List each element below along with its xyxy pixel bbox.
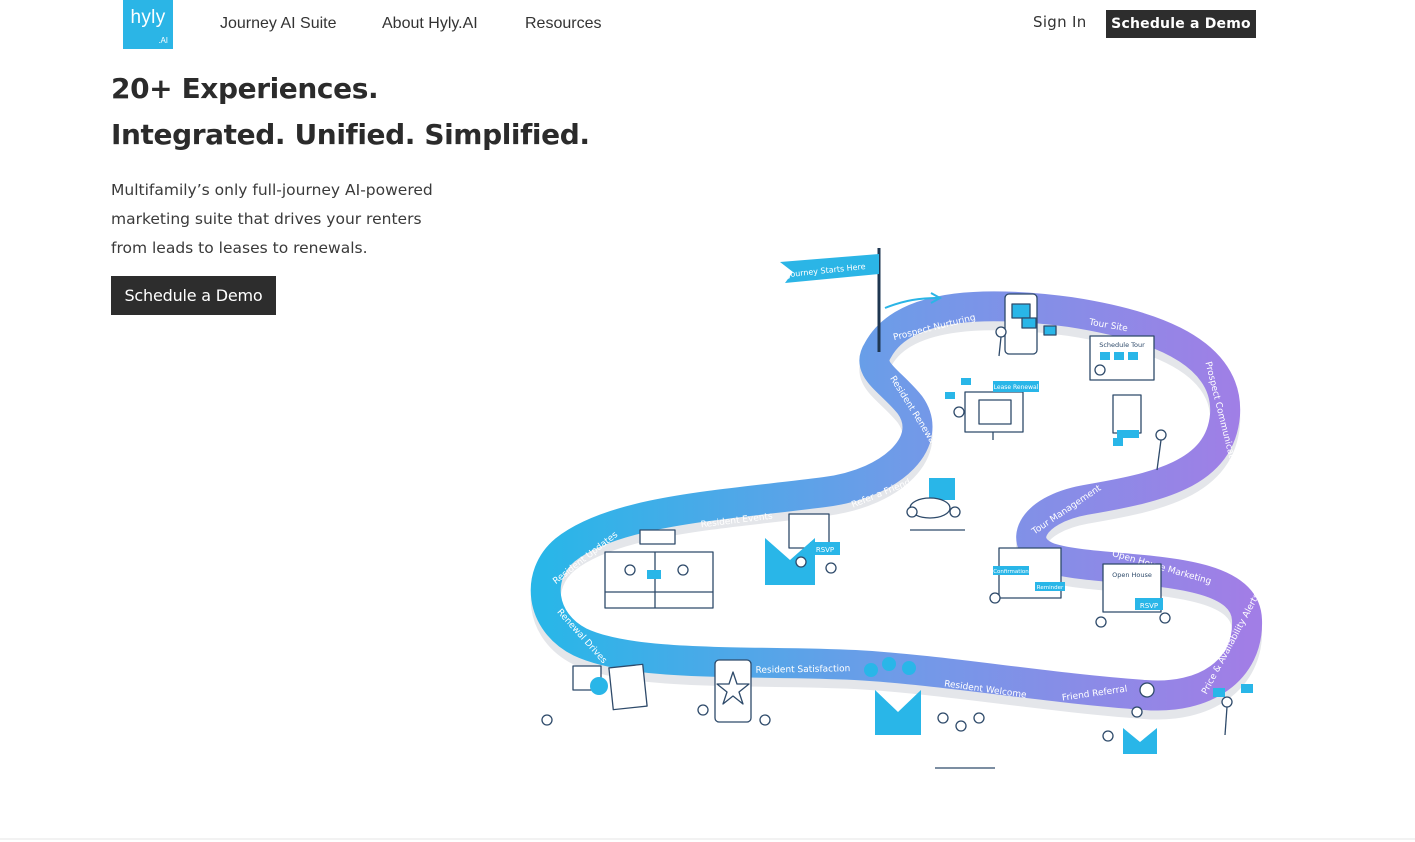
schedule-tour-board: Schedule Tour	[1089, 335, 1155, 381]
open-house-flyer: Open House RSVP	[1095, 563, 1171, 628]
nav-about-hyly[interactable]: About Hyly.AI	[382, 15, 478, 32]
callout-rsvp-2: RSVP	[1140, 602, 1158, 610]
callout-reminder: Reminder	[1037, 585, 1064, 591]
arrow-icon	[884, 297, 940, 309]
phone-sketch	[995, 293, 1057, 357]
renewal-calendar	[541, 663, 648, 726]
friend-referral-envelope	[1102, 682, 1157, 754]
callout-schedule-tour: Schedule Tour	[1099, 341, 1145, 349]
callout-confirmation: Confirmation	[993, 569, 1029, 575]
header-schedule-demo-button[interactable]: Schedule a Demo	[1106, 10, 1256, 38]
lease-renewal-monitor: Lease Renewal	[945, 378, 1039, 440]
hyly-logo[interactable]: hyly .AI	[123, 0, 173, 49]
refer-friend-table	[906, 478, 965, 531]
door-sketch	[1112, 394, 1167, 471]
hero-description: Multifamily’s only full-journey AI-power…	[111, 181, 433, 257]
logo-suffix: .AI	[158, 36, 168, 45]
callout-lease-renewal: Lease Renewal	[994, 384, 1039, 391]
satisfaction-phone	[697, 659, 771, 726]
callout-open-house: Open House	[1112, 571, 1152, 579]
rsvp-envelope: RSVP	[765, 513, 840, 585]
balcony-sketch	[604, 529, 714, 609]
stage-resident-satisfaction: Resident Satisfaction	[756, 664, 851, 676]
headline-line-2: Integrated. Unified. Simplified.	[111, 118, 590, 151]
callout-rsvp-1: RSVP	[816, 546, 834, 554]
sign-in-link[interactable]: Sign In	[1033, 13, 1087, 31]
journey-map-illustration: Journey Starts Here Prospect Nurturing T…	[525, 248, 1262, 769]
welcome-group	[864, 657, 995, 769]
journey-flag: Journey Starts Here	[780, 248, 881, 352]
nav-journey-ai-suite[interactable]: Journey AI Suite	[220, 15, 337, 32]
nav-resources[interactable]: Resources	[525, 15, 602, 32]
hero-schedule-demo-button[interactable]: Schedule a Demo	[111, 276, 276, 315]
page-divider	[0, 838, 1415, 840]
price-alert-sketch	[1213, 684, 1253, 736]
calendar-sketch: Confirmation Reminder	[989, 547, 1065, 604]
headline-line-1: 20+ Experiences.	[111, 72, 379, 105]
logo-text: hyly	[130, 7, 166, 28]
